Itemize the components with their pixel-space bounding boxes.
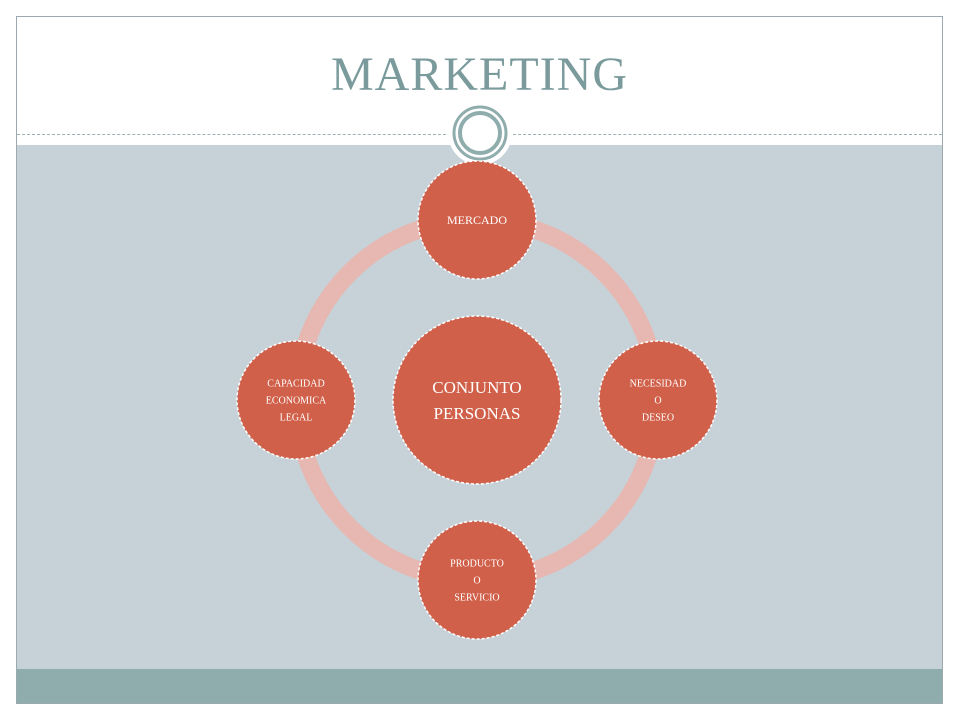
circle-ornament-icon bbox=[448, 101, 512, 165]
footer-bar bbox=[17, 669, 942, 703]
node-mercado-label: MERCADO bbox=[447, 213, 507, 227]
label-line: O bbox=[654, 396, 661, 407]
node-mercado: MERCADO bbox=[417, 160, 537, 280]
label-line: PERSONAS bbox=[434, 404, 521, 423]
node-necesidad-deseo: NECESIDAD O DESEO bbox=[598, 340, 718, 460]
label-line: O bbox=[473, 576, 480, 587]
node-necesidad-deseo-label: NECESIDAD O DESEO bbox=[630, 379, 687, 424]
label-line: CONJUNTO bbox=[432, 378, 521, 397]
label-line: ECONOMICA bbox=[266, 396, 327, 407]
node-capacidad-economica-legal: CAPACIDAD ECONOMICA LEGAL bbox=[236, 340, 356, 460]
node-producto-servicio-label: PRODUCTO O SERVICIO bbox=[450, 559, 504, 604]
label-line: MERCADO bbox=[447, 213, 507, 227]
label-line: NECESIDAD bbox=[630, 379, 687, 390]
node-capacidad-economica-legal-label: CAPACIDAD ECONOMICA LEGAL bbox=[266, 379, 327, 424]
slide-title: MARKETING bbox=[331, 48, 628, 101]
label-line: SERVICIO bbox=[454, 593, 499, 604]
label-line: DESEO bbox=[642, 413, 674, 424]
label-line: PRODUCTO bbox=[450, 559, 504, 570]
center-node: CONJUNTO PERSONAS bbox=[392, 315, 562, 485]
node-producto-servicio: PRODUCTO O SERVICIO bbox=[417, 520, 537, 640]
center-node-label: CONJUNTO PERSONAS bbox=[432, 378, 521, 423]
label-line: CAPACIDAD bbox=[267, 379, 324, 390]
label-line: LEGAL bbox=[280, 413, 313, 424]
